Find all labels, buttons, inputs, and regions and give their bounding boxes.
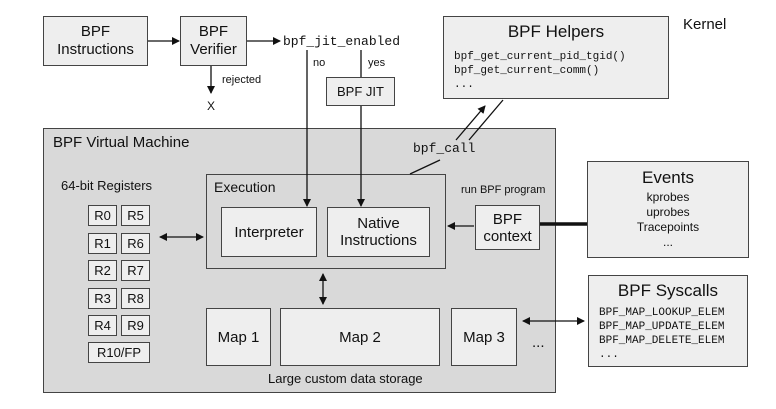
bpf-verifier-line-1: BPF (198, 23, 229, 40)
register-r8: R8 (121, 288, 150, 309)
native-line-2: Instructions (340, 232, 417, 249)
helper-item: bpf_get_current_comm() (454, 65, 600, 77)
register-r0: R0 (88, 205, 117, 226)
register-r1: R1 (88, 233, 117, 254)
register-r4: R4 (88, 315, 117, 336)
yes-label: yes (368, 57, 386, 69)
register-r2: R2 (88, 260, 117, 281)
native-instructions-box: Native Instructions (327, 207, 430, 257)
bpf-call-line-3 (409, 159, 441, 175)
registers-title: 64-bit Registers (61, 178, 153, 193)
bpf-call-line-1 (455, 105, 486, 141)
syscall-item: BPF_MAP_LOOKUP_ELEM (599, 307, 725, 319)
rejected-x: X (207, 99, 216, 113)
native-line-1: Native (357, 215, 400, 232)
map-1-box: Map 1 (206, 308, 271, 366)
event-item: kprobes (646, 190, 690, 204)
no-label: no (313, 57, 326, 69)
bpf-jit-box: BPF JIT (326, 77, 395, 106)
execution-title: Execution (214, 179, 276, 195)
maps-more-ellipsis: ... (532, 334, 545, 351)
helper-item: bpf_get_current_pid_tgid() (454, 51, 626, 63)
bpf-verifier-box: BPF Verifier (180, 16, 247, 66)
map-2-box: Map 2 (280, 308, 440, 366)
bpf-context-box: BPF context (475, 205, 540, 250)
event-item: uprobes (646, 205, 690, 219)
helper-item: ... (454, 79, 474, 91)
bpf-instructions-line-1: BPF (80, 23, 111, 40)
events-box: Events kprobes uprobes Tracepoints ... (587, 161, 749, 258)
bpf-syscalls-box: BPF Syscalls BPF_MAP_LOOKUP_ELEM BPF_MAP… (588, 275, 748, 367)
interpreter-box: Interpreter (221, 207, 317, 257)
bpf-jit-enabled-label: bpf_jit_enabled (283, 34, 401, 49)
events-title: Events (642, 168, 694, 187)
register-r5: R5 (121, 205, 150, 226)
storage-label: Large custom data storage (268, 371, 423, 386)
event-item: Tracepoints (636, 220, 700, 234)
bpf-instructions-line-2: Instructions (57, 41, 134, 58)
event-item: ... (662, 235, 673, 249)
register-r6: R6 (121, 233, 150, 254)
helpers-title: BPF Helpers (507, 22, 605, 41)
register-r9: R9 (121, 315, 150, 336)
syscall-item: ... (599, 349, 619, 361)
register-r7: R7 (121, 260, 150, 281)
rejected-label: rejected (222, 74, 262, 86)
run-bpf-program-label: run BPF program (461, 184, 546, 196)
bpf-context-line-2: context (483, 227, 532, 245)
bpf-call-label: bpf_call (413, 141, 476, 156)
bpf-instructions-box: BPF Instructions (43, 16, 148, 66)
bpf-call-line-2 (468, 99, 504, 141)
kernel-label: Kernel (683, 16, 727, 33)
register-r10-fp: R10/FP (88, 342, 150, 363)
bpf-helpers-box: BPF Helpers bpf_get_current_pid_tgid() b… (443, 16, 669, 99)
bpf-context-line-1: BPF (492, 210, 523, 228)
register-r3: R3 (88, 288, 117, 309)
bpf-verifier-line-2: Verifier (190, 41, 237, 58)
syscall-item: BPF_MAP_DELETE_ELEM (599, 335, 725, 347)
vm-title: BPF Virtual Machine (53, 134, 190, 151)
syscall-item: BPF_MAP_UPDATE_ELEM (599, 321, 725, 333)
map-3-box: Map 3 (451, 308, 517, 366)
syscalls-title: BPF Syscalls (617, 281, 719, 300)
